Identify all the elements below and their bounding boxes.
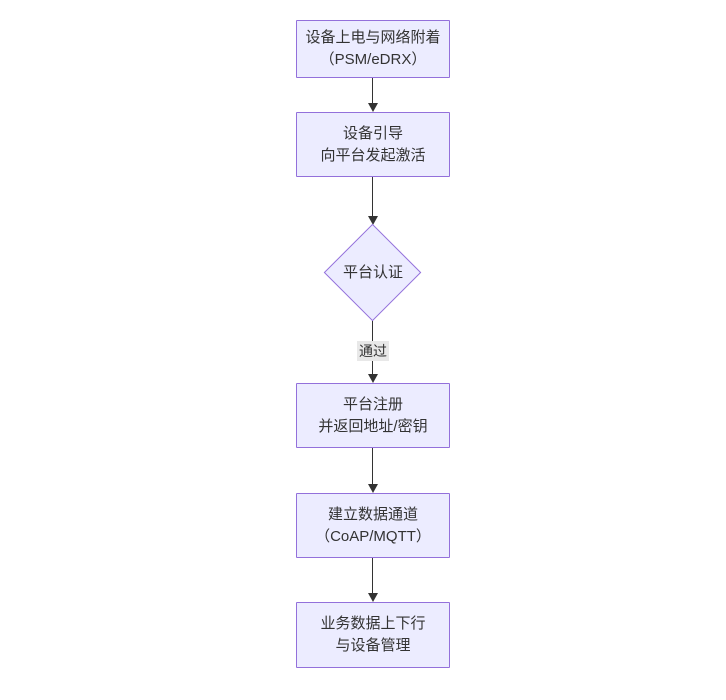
arrowhead-down-icon — [368, 484, 378, 493]
node-bootstrap-line1: 设备引导 — [342, 124, 403, 142]
node-bootstrap-line2: 向平台发起激活 — [320, 146, 426, 164]
node-bootstrap: 设备引导 向平台发起激活 — [296, 112, 450, 177]
node-platform-register-line1: 平台注册 — [342, 395, 403, 413]
node-power-attach-line2: （PSM/eDRX） — [319, 51, 427, 68]
edge-line-1 — [372, 78, 374, 103]
node-data-channel: 建立数据通道 （CoAP/MQTT） — [296, 493, 450, 558]
node-power-attach: 设备上电与网络附着 （PSM/eDRX） — [296, 20, 450, 78]
node-platform-register: 平台注册 并返回地址/密钥 — [296, 383, 450, 448]
node-platform-auth-label: 平台认证 — [342, 264, 403, 281]
node-business-data-line2: 与设备管理 — [335, 637, 411, 654]
arrowhead-down-icon — [368, 103, 378, 112]
node-business-data-line1: 业务数据上下行 — [320, 615, 426, 632]
node-platform-register-line2: 并返回地址/密钥 — [318, 417, 428, 435]
arrowhead-down-icon — [368, 593, 378, 602]
node-data-channel-line2: （CoAP/MQTT） — [315, 527, 431, 545]
node-data-channel-line1: 建立数据通道 — [327, 505, 418, 523]
arrowhead-down-icon — [368, 374, 378, 383]
edge-line-2 — [372, 177, 374, 216]
edge-line-4 — [372, 448, 374, 484]
arrowhead-down-icon — [368, 216, 378, 225]
node-business-data: 业务数据上下行 与设备管理 — [296, 602, 450, 668]
node-power-attach-line1: 设备上电与网络附着 — [305, 29, 441, 46]
edge-line-5 — [372, 558, 374, 593]
edge-label-pass: 通过 — [357, 341, 389, 361]
